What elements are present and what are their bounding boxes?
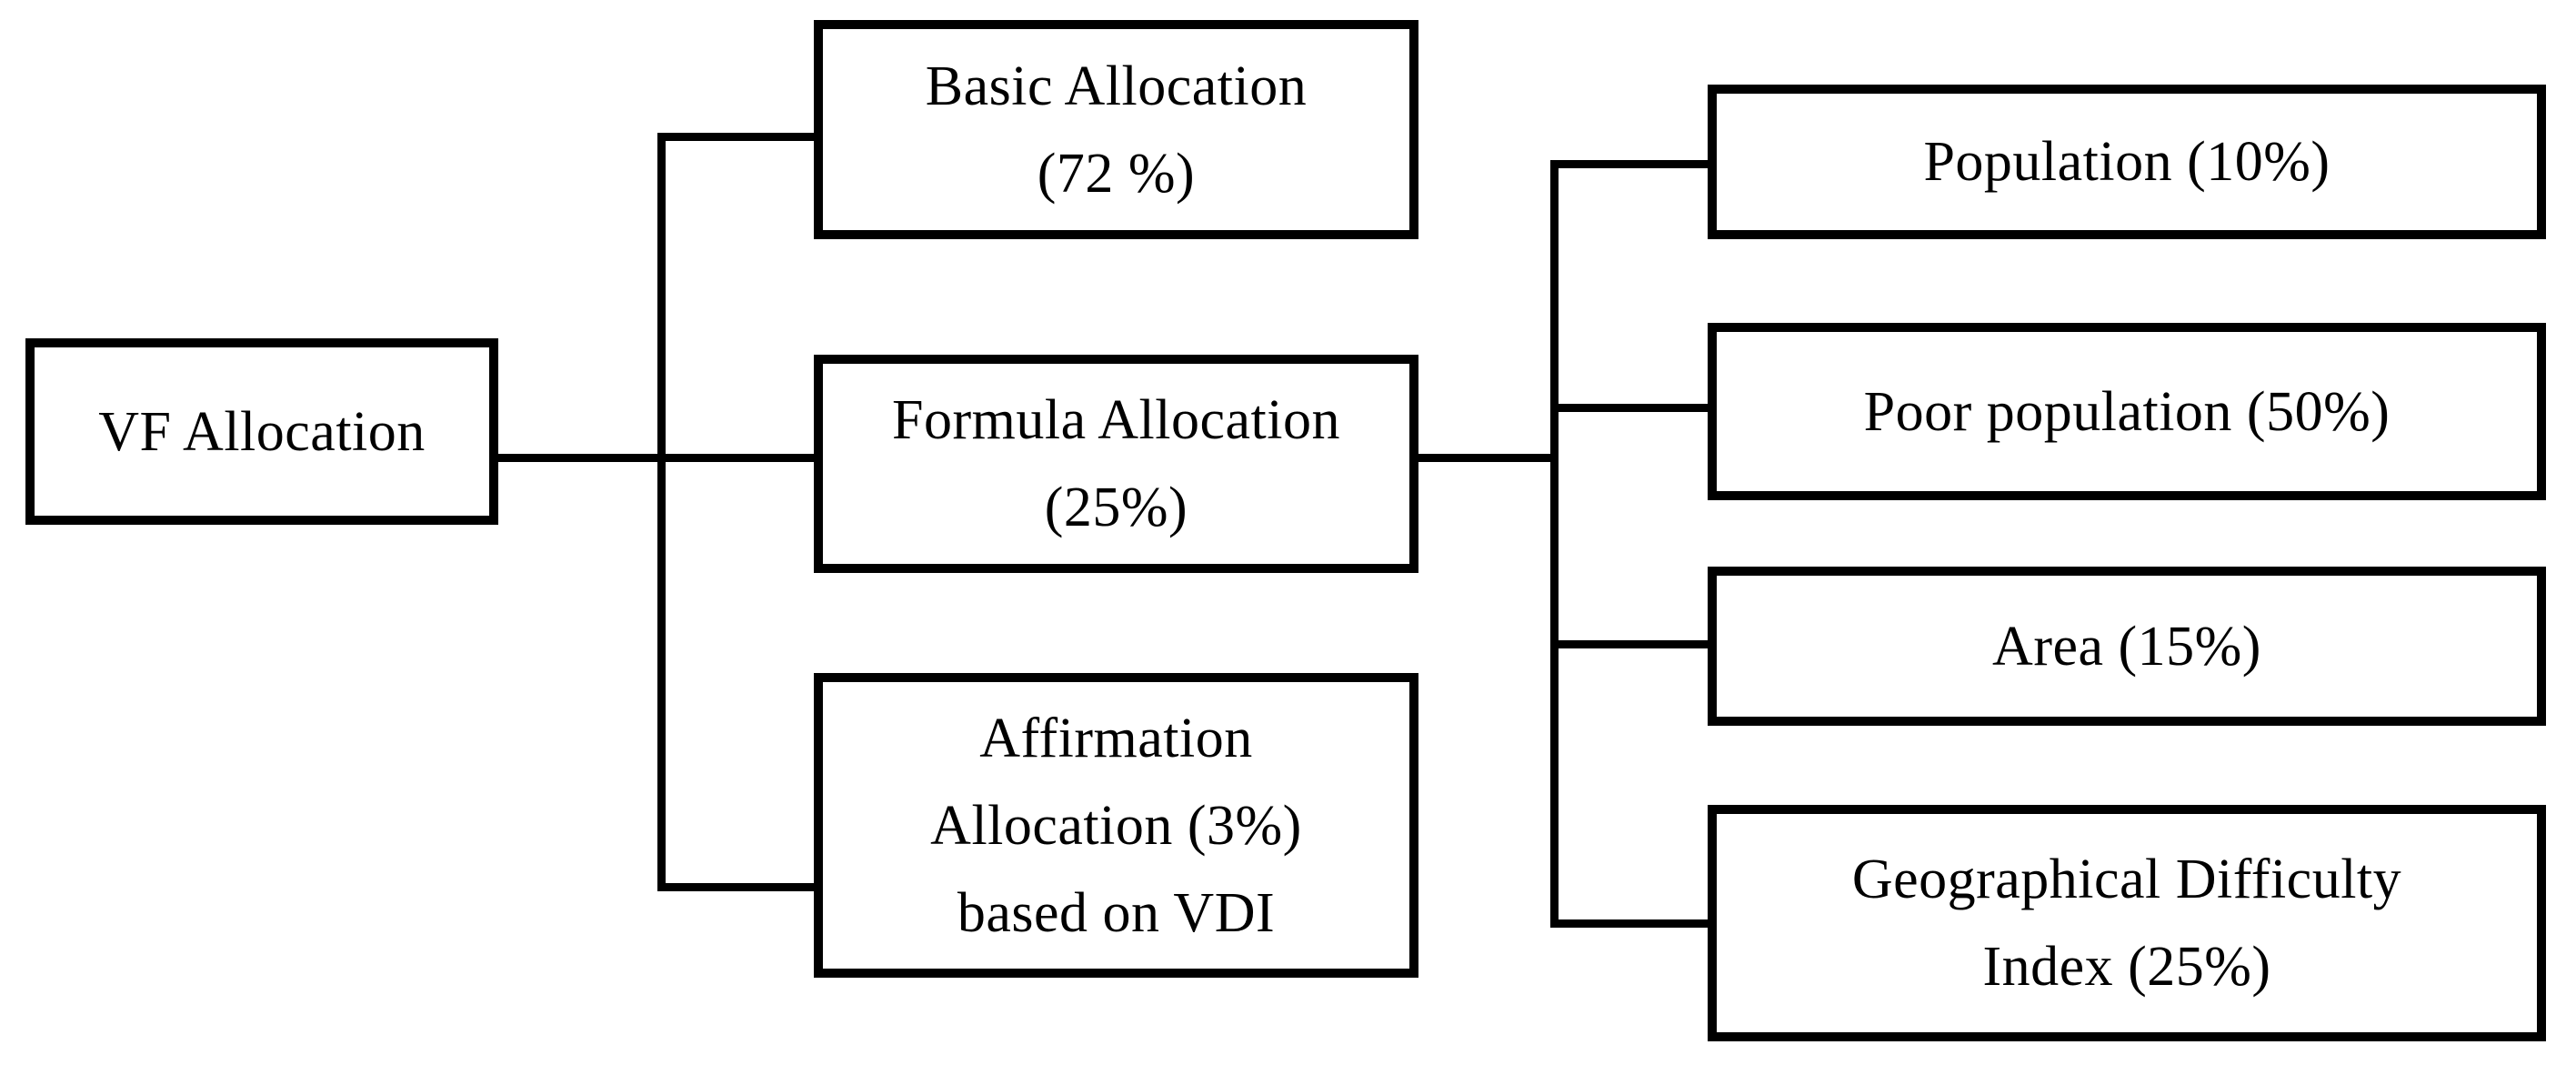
node-label-line: Area (15%) — [1992, 615, 2261, 678]
connector-right-trunk — [1550, 160, 1559, 928]
node-label-line: Allocation (3%) — [930, 794, 1302, 857]
node-label: VF Allocation — [98, 400, 426, 463]
connector-branch-geo-difficulty — [1550, 919, 1708, 928]
node-label-line: Population (10%) — [1923, 131, 2330, 193]
node-label-line: Geographical Difficulty — [1851, 849, 2402, 910]
node-population: Population (10%) — [1708, 85, 2546, 239]
connector-vf-to-trunk — [498, 454, 814, 462]
node-geographical-difficulty-index: Geographical Difficulty Index (25%) — [1708, 805, 2546, 1041]
connector-formula-to-trunk — [1418, 454, 1559, 462]
node-basic-allocation: Basic Allocation (72 %) — [814, 20, 1418, 239]
node-vf-allocation: VF Allocation — [25, 338, 498, 525]
node-label-line: Index (25%) — [1982, 936, 2271, 998]
node-label-line: Affirmation — [979, 707, 1253, 769]
connector-branch-area — [1550, 640, 1708, 648]
node-label-line: based on VDI — [957, 881, 1276, 944]
connector-branch-population — [1550, 160, 1708, 168]
connector-branch-poor-population — [1550, 404, 1708, 412]
node-poor-population: Poor population (50%) — [1708, 323, 2546, 500]
connector-left-trunk — [657, 133, 666, 891]
node-label-line: Formula Allocation — [892, 389, 1340, 451]
node-label-line: (72 %) — [1037, 142, 1196, 205]
connector-branch-basic — [657, 133, 814, 141]
node-label-line: (25%) — [1044, 477, 1188, 538]
node-label-line: Basic Allocation — [925, 55, 1308, 117]
node-formula-allocation: Formula Allocation (25%) — [814, 355, 1418, 573]
node-affirmation-allocation: Affirmation Allocation (3%) based on VDI — [814, 673, 1418, 978]
node-label-line: Poor population (50%) — [1863, 380, 2391, 443]
node-area: Area (15%) — [1708, 567, 2546, 726]
connector-branch-affirmation — [657, 883, 814, 891]
